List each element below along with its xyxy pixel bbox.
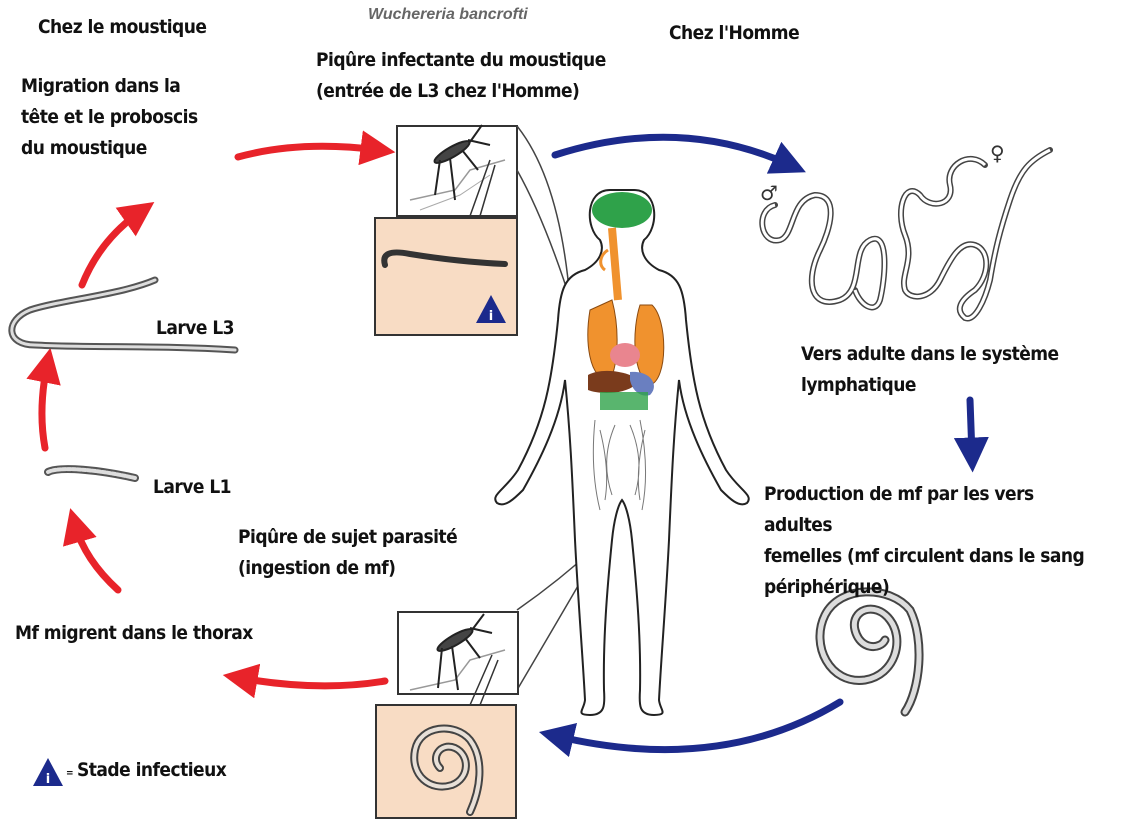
male-symbol: ♂: [760, 181, 778, 205]
parasitized-bite-panel: [376, 612, 518, 818]
diagram-title: Wuchereria bancrofti: [368, 6, 528, 24]
arrow-to-adult-worms: [555, 137, 790, 165]
parasitized-bite-label: Piqûre de sujet parasité (ingestion de m…: [238, 522, 457, 584]
legend-equals: =: [66, 768, 73, 780]
arrow-thorax-to-l1: [75, 525, 118, 590]
adult-worms-label: Vers adulte dans le système lymphatique: [801, 339, 1059, 401]
arrow-bite-to-thorax: [240, 678, 385, 686]
human-body: [495, 190, 749, 715]
arrow-l3-to-migration: [82, 212, 140, 285]
female-worm: [901, 150, 1050, 318]
human-header: Chez l'Homme: [669, 18, 799, 49]
larva-l3-label: Larve L3: [156, 313, 234, 344]
mosquito-header: Chez le moustique: [38, 12, 206, 43]
info-icon: i: [33, 758, 63, 787]
larva-l1-drawing: [48, 469, 135, 478]
intestines: [600, 392, 648, 410]
arrow-to-infective-bite: [238, 146, 378, 157]
svg-text:i: i: [46, 772, 50, 787]
infective-bite-label: Piqûre infectante du moustique (entrée d…: [316, 45, 606, 107]
brain: [592, 192, 652, 228]
larva-l1-label: Larve L1: [153, 472, 231, 503]
migration-label: Migration dans la tête et le proboscis d…: [21, 71, 198, 164]
heart: [610, 343, 640, 367]
arrow-adults-to-mf: [970, 400, 972, 455]
mf-thorax-label: Mf migrent dans le thorax: [15, 618, 253, 649]
infective-bite-panel: i: [375, 125, 517, 335]
microfilaria-right: [820, 592, 919, 712]
svg-text:i: i: [489, 309, 493, 324]
female-symbol: ♀: [990, 141, 1005, 165]
male-worm: [762, 195, 884, 307]
mosquito-cycle-arrows: [42, 146, 385, 686]
legend: i: [33, 758, 63, 787]
arrow-l1-to-l3: [42, 365, 47, 448]
legend-label: Stade infectieux: [77, 755, 226, 786]
mf-production-label: Production de mf par les vers adultes fe…: [764, 479, 1097, 603]
